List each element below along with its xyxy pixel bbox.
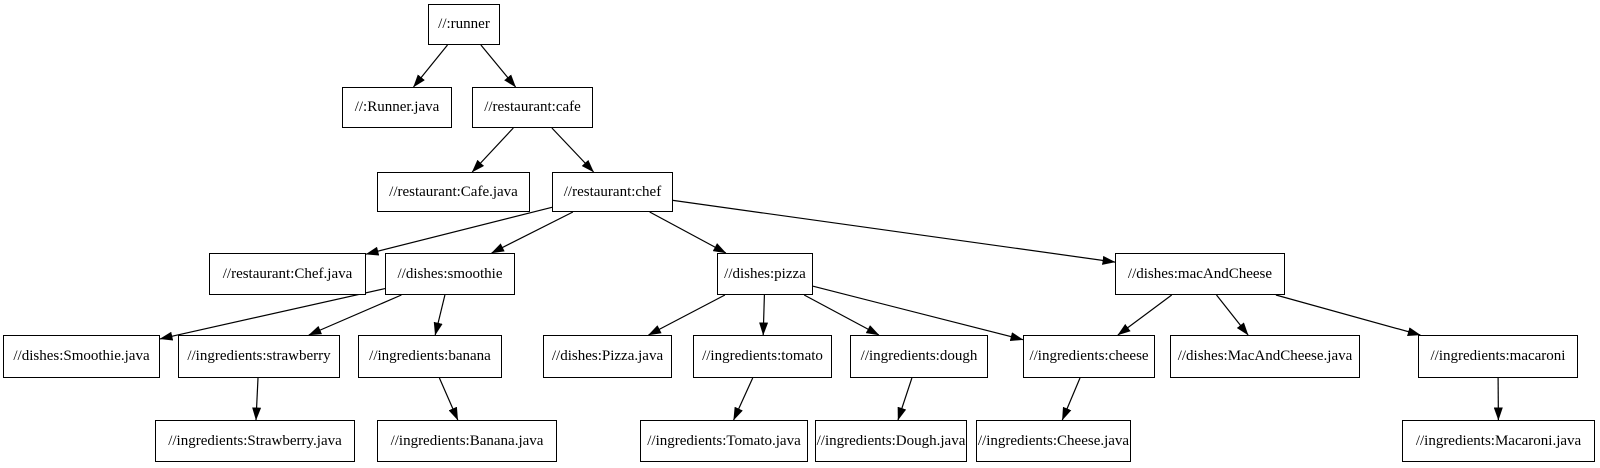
graph-node-strawberry: //ingredients:strawberry (178, 335, 340, 378)
graph-node-banana_java: //ingredients:Banana.java (377, 420, 557, 462)
graph-node-cheese_java: //ingredients:Cheese.java (976, 420, 1131, 462)
graph-node-tomato: //ingredients:tomato (693, 335, 832, 378)
graph-node-strawberry_java: //ingredients:Strawberry.java (155, 420, 355, 462)
graph-edge-cheese-to-cheese_java (1061, 377, 1081, 421)
graph-edge-chef-to-smoothie (491, 211, 574, 254)
graph-edge-dough-to-dough_java (897, 377, 913, 421)
graph-node-banana: //ingredients:banana (358, 335, 502, 378)
graph-node-pizza_java: //dishes:Pizza.java (543, 335, 672, 378)
graph-node-mac_and_cheese_java: //dishes:MacAndCheese.java (1170, 335, 1360, 378)
graph-node-chef: //restaurant:chef (552, 172, 673, 212)
graph-node-smoothie: //dishes:smoothie (385, 253, 515, 295)
graph-node-pizza: //dishes:pizza (717, 253, 813, 295)
graph-edge-pizza-to-pizza_java (648, 294, 726, 336)
graph-edge-mac_and_cheese-to-cheese (1117, 294, 1173, 336)
graph-node-cafe: //restaurant:cafe (472, 87, 593, 128)
graph-edge-chef-to-chef_java (365, 206, 553, 256)
graph-node-dough_java: //ingredients:Dough.java (815, 420, 967, 462)
graph-node-cheese: //ingredients:cheese (1023, 335, 1155, 378)
graph-node-mac_and_cheese: //dishes:macAndCheese (1115, 253, 1285, 295)
graph-edge-cafe-to-cafe_java (471, 127, 514, 173)
graph-edge-pizza-to-cheese (812, 285, 1024, 341)
graph-edge-smoothie-to-strawberry (308, 294, 402, 336)
graph-node-runner_java: //:Runner.java (342, 87, 452, 128)
graph-node-cafe_java: //restaurant:Cafe.java (377, 172, 530, 212)
graph-edge-mac_and_cheese-to-mac_and_cheese_java (1216, 294, 1249, 336)
graph-node-tomato_java: //ingredients:Tomato.java (640, 420, 808, 462)
graph-node-chef_java: //restaurant:Chef.java (209, 253, 366, 295)
graph-node-macaroni_java: //ingredients:Macaroni.java (1402, 420, 1595, 462)
graph-node-smoothie_java: //dishes:Smoothie.java (3, 335, 160, 378)
graph-edge-chef-to-mac_and_cheese (672, 199, 1116, 265)
graph-edge-smoothie-to-banana (433, 294, 446, 336)
graph-node-runner: //:runner (428, 4, 500, 45)
graph-node-dough: //ingredients:dough (850, 335, 988, 378)
graph-edge-runner-to-runner_java (413, 44, 448, 88)
graph-edge-cafe-to-chef (551, 127, 595, 173)
graph-edge-tomato-to-tomato_java (733, 377, 754, 421)
graph-node-macaroni: //ingredients:macaroni (1418, 335, 1578, 378)
graph-edge-smoothie-to-smoothie_java (159, 288, 386, 341)
graph-edge-pizza-to-tomato (759, 294, 769, 336)
graph-edge-banana-to-banana_java (438, 377, 459, 421)
graph-edge-strawberry-to-strawberry_java (252, 377, 262, 421)
graph-edge-mac_and_cheese-to-macaroni (1275, 294, 1421, 336)
graph-edge-pizza-to-dough (803, 294, 880, 336)
graph-edge-runner-to-cafe (480, 44, 517, 88)
graph-edge-chef-to-pizza (649, 211, 727, 254)
